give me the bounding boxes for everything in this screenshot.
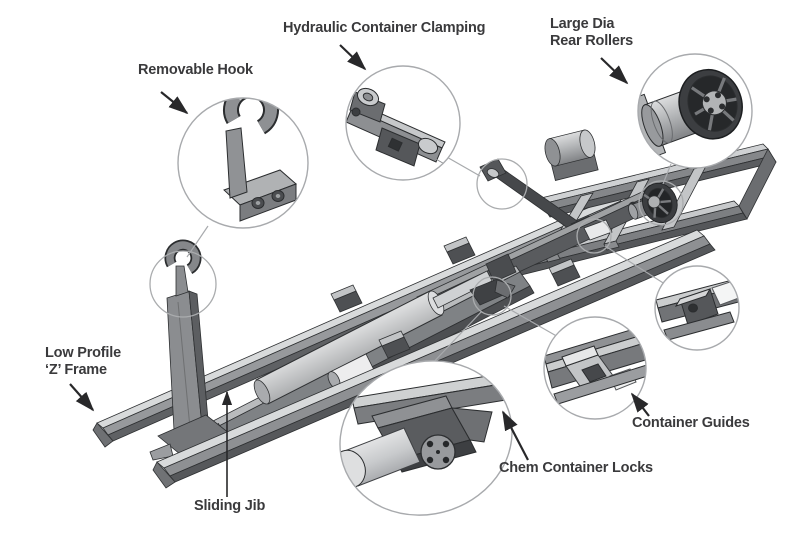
- highlight-circle-guide-rear: [576, 218, 612, 254]
- callout-removable-hook: [177, 97, 309, 229]
- label-chem-container-locks: Chem Container Locks: [499, 460, 653, 476]
- arrow-removable-hook: [160, 91, 189, 115]
- pointer-arrows: [69, 44, 650, 497]
- label-low-profile-z-frame: Low Profile ‘Z’ Frame: [45, 345, 121, 378]
- label-removable-hook: Removable Hook: [138, 62, 253, 78]
- leader-line-hook: [186, 225, 209, 258]
- label-container-guides: Container Guides: [632, 415, 750, 431]
- leader-lines: [186, 155, 672, 369]
- highlight-circle-roller: [638, 180, 684, 226]
- label-sliding-jib: Sliding Jib: [194, 498, 266, 514]
- label-large-dia-line2: Rear Rollers: [550, 32, 634, 49]
- leader-line-chem-lock: [427, 310, 483, 369]
- highlight-circles: [149, 158, 684, 318]
- highlight-circle-lock: [472, 276, 512, 316]
- highlight-circle-hook: [149, 250, 217, 318]
- label-hydraulic-container-clamping: Hydraulic Container Clamping: [283, 20, 486, 36]
- label-large-dia-rear-rollers: Large Dia Rear Rollers: [550, 16, 633, 49]
- label-z-frame-line2: ‘Z’ Frame: [45, 361, 107, 378]
- arrow-chem-locks: [502, 410, 529, 461]
- leader-line-guide-upper: [604, 245, 669, 287]
- callout-container-guide-upper: [654, 265, 740, 351]
- arrow-container-guides: [630, 392, 650, 417]
- leader-line-roller: [662, 163, 672, 185]
- arrow-hydraulic-clamping: [339, 44, 367, 71]
- leader-line-guide-lower: [503, 305, 561, 339]
- arrow-z-frame: [69, 383, 95, 412]
- label-z-frame-line1: Low Profile: [45, 345, 121, 361]
- leader-line-clamp: [444, 155, 481, 177]
- label-large-dia-line1: Large Dia: [550, 16, 615, 32]
- callout-hydraulic-clamping: [345, 65, 461, 181]
- callout-container-guide-lower: [543, 316, 647, 420]
- highlight-circle-clamp: [476, 158, 528, 210]
- arrow-rear-rollers: [600, 57, 629, 85]
- callout-rear-roller: [637, 53, 753, 169]
